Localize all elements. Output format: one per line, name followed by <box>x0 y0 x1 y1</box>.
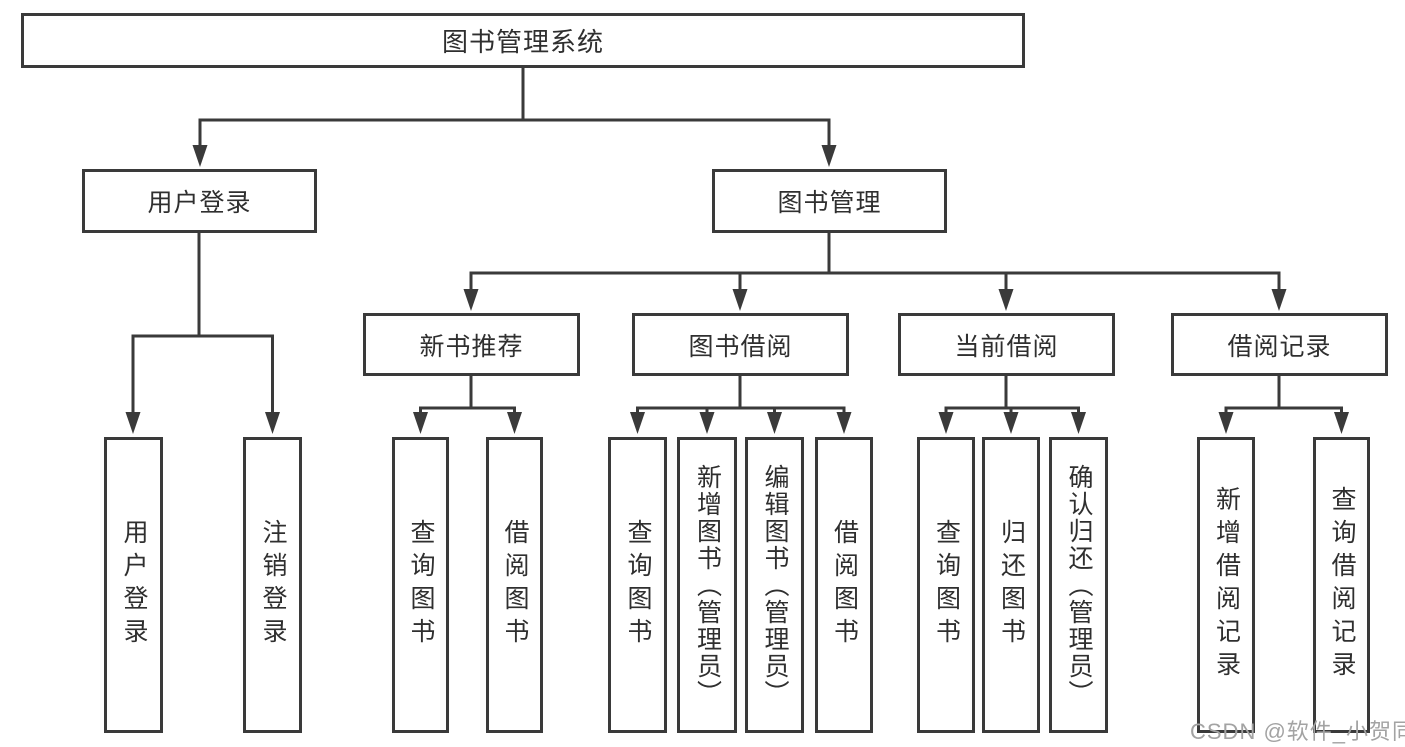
leaf-label: 查询图书 <box>407 519 435 651</box>
leaf-label: 新增借阅记录 <box>1212 486 1241 684</box>
leaf-add-book-admin: 新增图书（管理员） <box>677 437 737 733</box>
node-book-borrowing: 图书借阅 <box>632 313 849 376</box>
leaf-query-borrow-record: 查询借阅记录 <box>1313 437 1370 733</box>
leaf-label: 新增图书（管理员） <box>693 463 722 707</box>
leaf-label: 借阅图书 <box>830 519 859 651</box>
leaf-label: 查询图书 <box>932 519 961 651</box>
leaf-query-books-1: 查询图书 <box>392 437 449 733</box>
leaf-return-books: 归还图书 <box>982 437 1040 733</box>
leaf-borrow-books-1: 借阅图书 <box>486 437 543 733</box>
leaf-label: 查询图书 <box>624 519 652 651</box>
leaf-logout: 注销登录 <box>243 437 302 733</box>
leaf-label: 归还图书 <box>997 519 1026 651</box>
leaf-label: 借阅图书 <box>501 519 529 651</box>
node-new-book-recommendation: 新书推荐 <box>363 313 580 376</box>
leaf-query-books-3: 查询图书 <box>917 437 975 733</box>
leaf-label: 编辑图书（管理员） <box>761 463 789 707</box>
node-library-management-system: 图书管理系统 <box>21 13 1025 68</box>
node-user-login: 用户登录 <box>82 169 317 233</box>
leaf-label: 确认归还（管理员） <box>1065 463 1093 707</box>
leaf-label: 用户登录 <box>120 519 148 651</box>
leaf-edit-book-admin: 编辑图书（管理员） <box>745 437 804 733</box>
leaf-confirm-return-admin: 确认归还（管理员） <box>1049 437 1108 733</box>
leaf-query-books-2: 查询图书 <box>608 437 667 733</box>
leaf-borrow-books-2: 借阅图书 <box>815 437 873 733</box>
node-borrowing-records: 借阅记录 <box>1171 313 1388 376</box>
node-book-management: 图书管理 <box>712 169 947 233</box>
leaf-label: 注销登录 <box>259 519 287 651</box>
leaf-user-login: 用户登录 <box>104 437 163 733</box>
node-current-borrowing: 当前借阅 <box>898 313 1115 376</box>
leaf-add-borrow-record: 新增借阅记录 <box>1197 437 1255 733</box>
leaf-label: 查询借阅记录 <box>1328 486 1356 684</box>
watermark: CSDN @软件_小贺同学 <box>1190 719 1405 744</box>
